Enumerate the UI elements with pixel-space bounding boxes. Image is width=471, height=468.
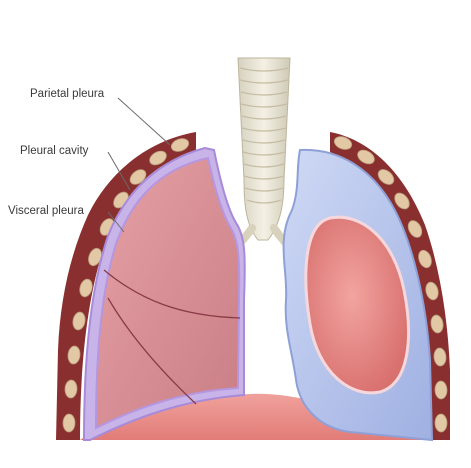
label-parietal-pleura: Parietal pleura bbox=[30, 88, 105, 100]
leader-parietal bbox=[118, 98, 170, 145]
rib bbox=[435, 381, 448, 399]
rib bbox=[435, 414, 447, 432]
label-visceral-pleura: Visceral pleura bbox=[8, 205, 84, 217]
label-pleural-cavity: Pleural cavity bbox=[20, 145, 89, 157]
rib bbox=[63, 414, 75, 432]
